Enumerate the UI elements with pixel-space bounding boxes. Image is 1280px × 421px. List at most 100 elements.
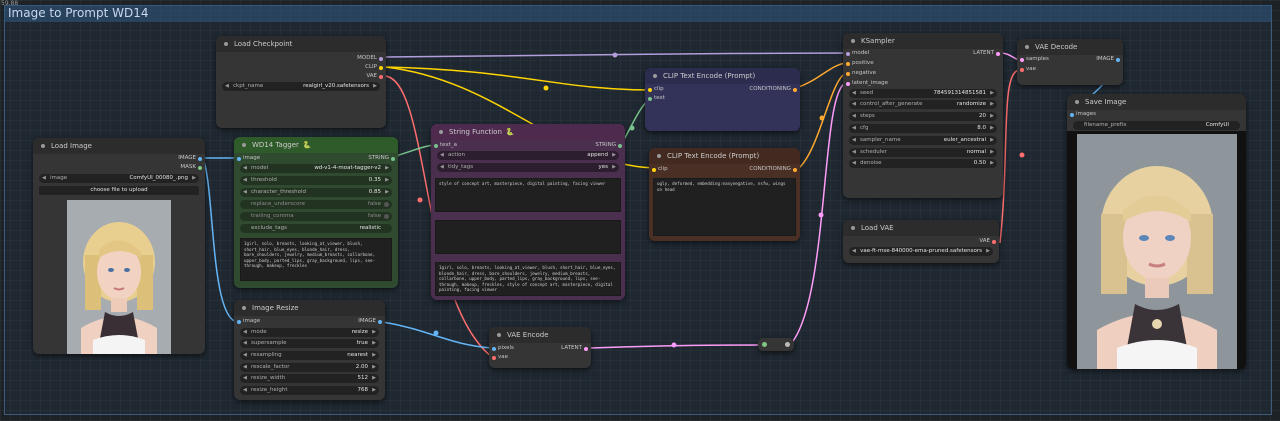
arrow-left-icon[interactable]: ◀ [852, 124, 856, 133]
arrow-right-icon[interactable]: ▶ [990, 159, 994, 168]
load-checkpoint-node[interactable]: Load Checkpoint MODEL CLIP VAE ◀ ckpt_na… [216, 36, 386, 128]
output-string[interactable]: STRING [595, 141, 616, 150]
input-image[interactable]: image [243, 317, 260, 326]
arrow-left-icon[interactable]: ◀ [243, 374, 247, 383]
input-clip[interactable]: clip [654, 85, 664, 94]
mode-combo[interactable]: ◀moderesize▶ [240, 328, 379, 337]
denoise-number[interactable]: ◀denoise0.50▶ [849, 159, 997, 168]
clip-text-encode-negative-node[interactable]: CLIP Text Encode (Prompt) clip CONDITION… [649, 148, 800, 241]
seed-number[interactable]: ◀seed784591314851581▶ [849, 89, 997, 98]
input-text[interactable]: text [654, 94, 665, 103]
output-string[interactable]: STRING [368, 154, 389, 163]
node-title[interactable]: String Function🐍 [431, 124, 625, 140]
output-image[interactable]: IMAGE [1096, 55, 1114, 64]
image-combo[interactable]: ◀ image ComfyUI_00080_.png ▶ [39, 174, 199, 183]
ckpt-name-combo[interactable]: ◀ ckpt_name realgirl_v20.safetensors ▶ [222, 82, 380, 91]
arrow-left-icon[interactable]: ◀ [440, 163, 444, 172]
character-threshold-number[interactable]: ◀character_threshold0.85▶ [240, 188, 392, 197]
vae-decode-node[interactable]: VAE Decode samples IMAGE vae [1017, 39, 1123, 85]
replace-underscore-toggle[interactable]: replace_underscorefalse [240, 200, 392, 209]
link-vae-decode[interactable] [1000, 70, 1020, 243]
arrow-right-icon[interactable]: ▶ [612, 151, 616, 160]
arrow-left-icon[interactable]: ◀ [852, 159, 856, 168]
steps-number[interactable]: ◀steps20▶ [849, 112, 997, 121]
input-text-a[interactable]: text_a [440, 141, 457, 150]
image-resize-node[interactable]: Image Resize image IMAGE ◀moderesize▶ ◀s… [234, 300, 385, 400]
arrow-left-icon[interactable]: ◀ [243, 188, 247, 197]
arrow-left-icon[interactable]: ◀ [243, 164, 247, 173]
collapse-dot-icon[interactable] [851, 226, 855, 230]
node-title[interactable]: VAE Encode [489, 327, 591, 343]
negative-prompt-textarea[interactable]: ugly, deformed, embedding:easynegative, … [653, 178, 796, 236]
arrow-left-icon[interactable]: ◀ [243, 386, 247, 395]
arrow-right-icon[interactable]: ▶ [372, 339, 376, 348]
output-model[interactable]: MODEL [357, 54, 377, 63]
string-function-node[interactable]: String Function🐍 text_a STRING ◀actionap… [431, 124, 625, 300]
node-title[interactable]: Save Image [1067, 94, 1246, 110]
vae-name-combo[interactable]: ◀vae-ft-mse-840000-ema-pruned.safetensor… [849, 247, 993, 256]
arrow-left-icon[interactable]: ◀ [852, 89, 856, 98]
threshold-number[interactable]: ◀threshold0.35▶ [240, 176, 392, 185]
collapse-dot-icon[interactable] [1025, 45, 1029, 49]
result-textarea[interactable]: 1girl, solo, breasts, looking_at_viewer,… [435, 262, 621, 296]
input-images[interactable]: images [1076, 110, 1096, 119]
arrow-right-icon[interactable]: ▶ [990, 124, 994, 133]
arrow-right-icon[interactable]: ▶ [385, 164, 389, 173]
link-positive[interactable] [796, 63, 846, 88]
resampling-combo[interactable]: ◀resamplingnearest▶ [240, 351, 379, 360]
action-combo[interactable]: ◀actionappend▶ [437, 151, 619, 160]
output-image[interactable]: IMAGE [178, 154, 196, 163]
output-clip[interactable]: CLIP [365, 63, 377, 72]
tags-output-textarea[interactable]: 1girl, solo, breasts, looking_at_viewer,… [240, 238, 392, 281]
collapse-dot-icon[interactable] [242, 306, 246, 310]
node-title[interactable]: Load Image [33, 138, 205, 154]
load-vae-node[interactable]: Load VAE VAE ◀vae-ft-mse-840000-ema-prun… [843, 220, 999, 263]
input-negative[interactable]: negative [852, 69, 876, 78]
save-image-node[interactable]: Save Image images filename_prefixComfyUI [1067, 94, 1246, 369]
link-latent-encode[interactable] [590, 345, 763, 348]
output-conditioning[interactable]: CONDITIONING [749, 85, 791, 94]
reroute-node[interactable] [758, 338, 794, 351]
exclude-tags-field[interactable]: exclude_tagsrealistic [240, 224, 392, 233]
collapse-dot-icon[interactable] [653, 74, 657, 78]
upload-button[interactable]: choose file to upload [39, 186, 199, 195]
input-clip[interactable]: clip [658, 165, 668, 174]
resize-height-number[interactable]: ◀resize_height768▶ [240, 386, 379, 395]
model-combo[interactable]: ◀modelwd-v1-4-moat-tagger-v2▶ [240, 164, 392, 173]
link-image-resize[interactable] [203, 158, 238, 322]
node-title[interactable]: CLIP Text Encode (Prompt) [649, 148, 800, 164]
vae-encode-node[interactable]: VAE Encode pixels LATENT vae [489, 327, 591, 368]
reroute-input-icon[interactable] [762, 342, 767, 347]
arrow-right-icon[interactable]: ▶ [990, 136, 994, 145]
arrow-left-icon[interactable]: ◀ [852, 148, 856, 157]
arrow-left-icon[interactable]: ◀ [243, 176, 247, 185]
output-vae[interactable]: VAE [366, 72, 377, 81]
rescale-factor-number[interactable]: ◀rescale_factor2.00▶ [240, 363, 379, 372]
arrow-right-icon[interactable]: ▶ [372, 351, 376, 360]
collapse-dot-icon[interactable] [1075, 100, 1079, 104]
arrow-right-icon[interactable]: ▶ [372, 374, 376, 383]
node-title[interactable]: WD14 Tagger🐍 [234, 137, 398, 153]
reroute-output-icon[interactable] [785, 342, 790, 347]
arrow-left-icon[interactable]: ◀ [243, 351, 247, 360]
collapse-dot-icon[interactable] [657, 154, 661, 158]
arrow-left-icon[interactable]: ◀ [852, 112, 856, 121]
arrow-right-icon[interactable]: ▶ [372, 328, 376, 337]
collapse-dot-icon[interactable] [224, 42, 228, 46]
output-image[interactable]: IMAGE [358, 317, 376, 326]
arrow-left-icon[interactable]: ◀ [852, 136, 856, 145]
arrow-left-icon[interactable]: ◀ [440, 151, 444, 160]
arrow-left-icon[interactable]: ◀ [243, 328, 247, 337]
arrow-right-icon[interactable]: ▶ [990, 100, 994, 109]
arrow-left-icon[interactable]: ◀ [243, 339, 247, 348]
load-image-node[interactable]: Load Image IMAGE MASK ◀ image ComfyUI_00… [33, 138, 205, 354]
arrow-right-icon[interactable]: ▶ [372, 386, 376, 395]
supersample-combo[interactable]: ◀supersampletrue▶ [240, 339, 379, 348]
collapse-dot-icon[interactable] [851, 39, 855, 43]
sampler-name-combo[interactable]: ◀sampler_nameeuler_ancestral▶ [849, 136, 997, 145]
trailing-comma-toggle[interactable]: trailing_commafalse [240, 212, 392, 221]
text-b-textarea[interactable]: style of concept art, masterpiece, digit… [435, 178, 621, 212]
input-vae[interactable]: vae [1026, 65, 1036, 74]
arrow-left-icon[interactable]: ◀ [225, 82, 229, 91]
input-pixels[interactable]: pixels [498, 344, 514, 353]
